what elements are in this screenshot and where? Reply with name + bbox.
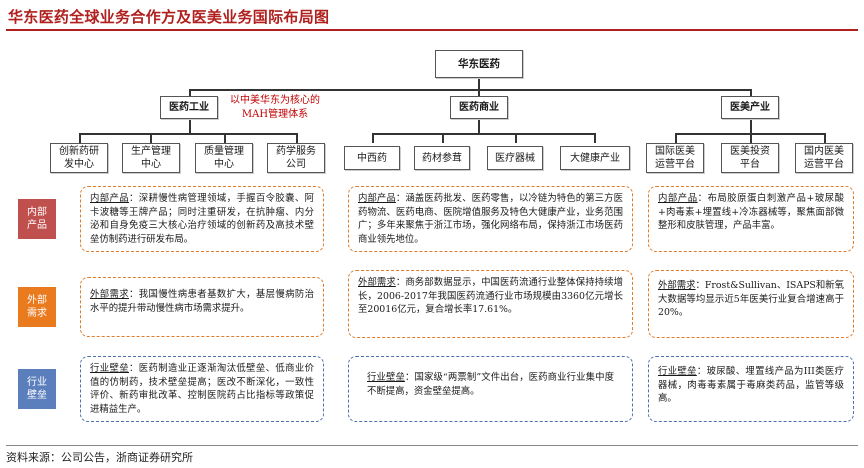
connector xyxy=(478,89,480,96)
node-domestic-aesthetics-platform: 国内医美运营平台 xyxy=(795,143,853,173)
panel-key: 行业壁垒 xyxy=(90,363,130,374)
connector xyxy=(79,133,297,135)
panel-industry-internal: 内部产品：深耕慢性病管理领域，手握百令胶囊、阿卡波糖等王牌产品；同时注重研发，在… xyxy=(80,186,324,252)
panel-aesthetics-internal: 内部产品：布局胶原蛋白刺激产品+玻尿酸+肉毒素+埋置线+冷冻器械等，聚焦面部微整… xyxy=(648,186,854,252)
connector xyxy=(442,133,444,143)
connector xyxy=(750,119,752,133)
panel-key: 外部需求 xyxy=(358,277,396,288)
node-production: 生产管理中心 xyxy=(122,143,180,173)
segment-pharma-commerce: 医药商业 xyxy=(450,96,508,119)
connector xyxy=(189,89,191,96)
connector xyxy=(372,133,374,143)
panel-text: ：深耕慢性病管理领域，手握百令胶囊、阿卡波糖等王牌产品；同时注重研发，在抗肿瘤、… xyxy=(90,193,314,245)
panel-aesthetics-barrier: 行业壁垒：玻尿酸、埋置线产品为III类医疗器械，肉毒毒素属于毒麻类药品，监管等级… xyxy=(648,356,854,422)
node-herbal-ginseng: 药材参茸 xyxy=(414,146,470,170)
row-label-industry-barrier: 行业壁垒 xyxy=(18,369,56,409)
panel-aesthetics-demand: 外部需求：Frost&Sullivan、ISAPS和新氧大数据等均显示近5年医美… xyxy=(648,270,854,338)
connector xyxy=(675,133,677,143)
panel-commerce-demand: 外部需求：商务部数据显示，中国医药流通行业整体保持持续增长，2006-2017年… xyxy=(348,270,633,338)
node-aesthetics-investment: 医美投资平台 xyxy=(721,143,779,173)
root-node: 华东医药 xyxy=(435,50,523,78)
row-label-external-demand: 外部需求 xyxy=(18,287,56,327)
connector xyxy=(79,133,81,143)
segment-medical-aesthetics: 医美产业 xyxy=(721,96,779,119)
node-intl-aesthetics-platform: 国际医美运营平台 xyxy=(646,143,704,173)
title-divider xyxy=(6,29,858,31)
segment-pharma-industry: 医药工业 xyxy=(160,96,218,119)
panel-key: 内部产品 xyxy=(358,193,396,204)
panel-commerce-barrier: 行业壁垒：国家级“两票制”文件出台，医药商业行业集中度不断提高，资金壁垒提高。 xyxy=(348,356,633,422)
panel-text: ：布局胶原蛋白刺激产品+玻尿酸+肉毒素+埋置线+冷冻器械等，聚焦面部微整形和皮肤… xyxy=(658,193,844,231)
panel-text: ：Frost&Sullivan、ISAPS和新氧大数据等均显示近5年医美行业复合… xyxy=(658,280,844,318)
panel-key: 内部产品 xyxy=(90,193,130,204)
panel-industry-demand: 外部需求：我国慢性病患者基数扩大，基层慢病防治水平的提升带动慢性病市场需求提升。 xyxy=(80,277,324,337)
connector xyxy=(750,89,752,96)
row-label-internal-products: 内部产品 xyxy=(18,199,56,239)
connector xyxy=(478,78,480,89)
panel-text: ：我国慢性病患者基数扩大，基层慢病防治水平的提升带动慢性病市场需求提升。 xyxy=(90,289,314,314)
connector xyxy=(150,133,152,143)
panel-text: ：医药制造业正逐渐淘汰低壁垒、低商业价值的仿制药，技术壁垒提高；医改不断深化，一… xyxy=(90,363,314,415)
panel-key: 行业壁垒 xyxy=(658,366,697,377)
node-innovative-rd: 创新药研发中心 xyxy=(50,143,108,173)
mah-note: 以中美华东为核心的MAH管理体系 xyxy=(230,95,320,120)
connector xyxy=(478,119,480,133)
connector xyxy=(372,133,595,135)
source-note: 资料来源：公司公告，浙商证券研究所 xyxy=(6,451,193,464)
panel-key: 内部产品 xyxy=(658,193,698,204)
panel-text: ：涵盖医药批发、医药零售，以冷链为特色的第三方医药物流、医药电商、医院增值服务及… xyxy=(358,193,623,245)
node-health-industry: 大健康产业 xyxy=(560,146,630,170)
panel-text: ：玻尿酸、埋置线产品为III类医疗器械，肉毒毒素属于毒麻类药品，监管等级高。 xyxy=(658,366,844,404)
node-western-chinese-medicine: 中西药 xyxy=(344,146,400,170)
panel-key: 行业壁垒 xyxy=(367,372,405,383)
node-medical-devices: 医疗器械 xyxy=(487,146,543,170)
panel-text: ：国家级“两票制”文件出台，医药商业行业集中度不断提高，资金壁垒提高。 xyxy=(367,372,614,397)
panel-key: 外部需求 xyxy=(658,280,696,291)
connector xyxy=(296,133,298,143)
panel-text: ：商务部数据显示，中国医药流通行业整体保持持续增长，2006-2017年我国医药… xyxy=(358,277,623,315)
node-pharmacy-service: 药学服务公司 xyxy=(267,143,325,173)
connector xyxy=(594,133,596,143)
connector xyxy=(189,119,191,133)
node-quality: 质量管理中心 xyxy=(195,143,253,173)
panel-key: 外部需求 xyxy=(90,289,130,300)
bottom-divider xyxy=(6,445,858,446)
page-title: 华东医药全球业务合作方及医美业务国际布局图 xyxy=(8,8,330,26)
connector xyxy=(824,133,826,143)
connector xyxy=(189,89,751,91)
connector xyxy=(224,133,226,143)
connector xyxy=(515,133,517,143)
connector xyxy=(750,133,752,143)
panel-commerce-internal: 内部产品：涵盖医药批发、医药零售，以冷链为特色的第三方医药物流、医药电商、医院增… xyxy=(348,186,633,252)
panel-industry-barrier: 行业壁垒：医药制造业正逐渐淘汰低壁垒、低商业价值的仿制药，技术壁垒提高；医改不断… xyxy=(80,356,324,422)
